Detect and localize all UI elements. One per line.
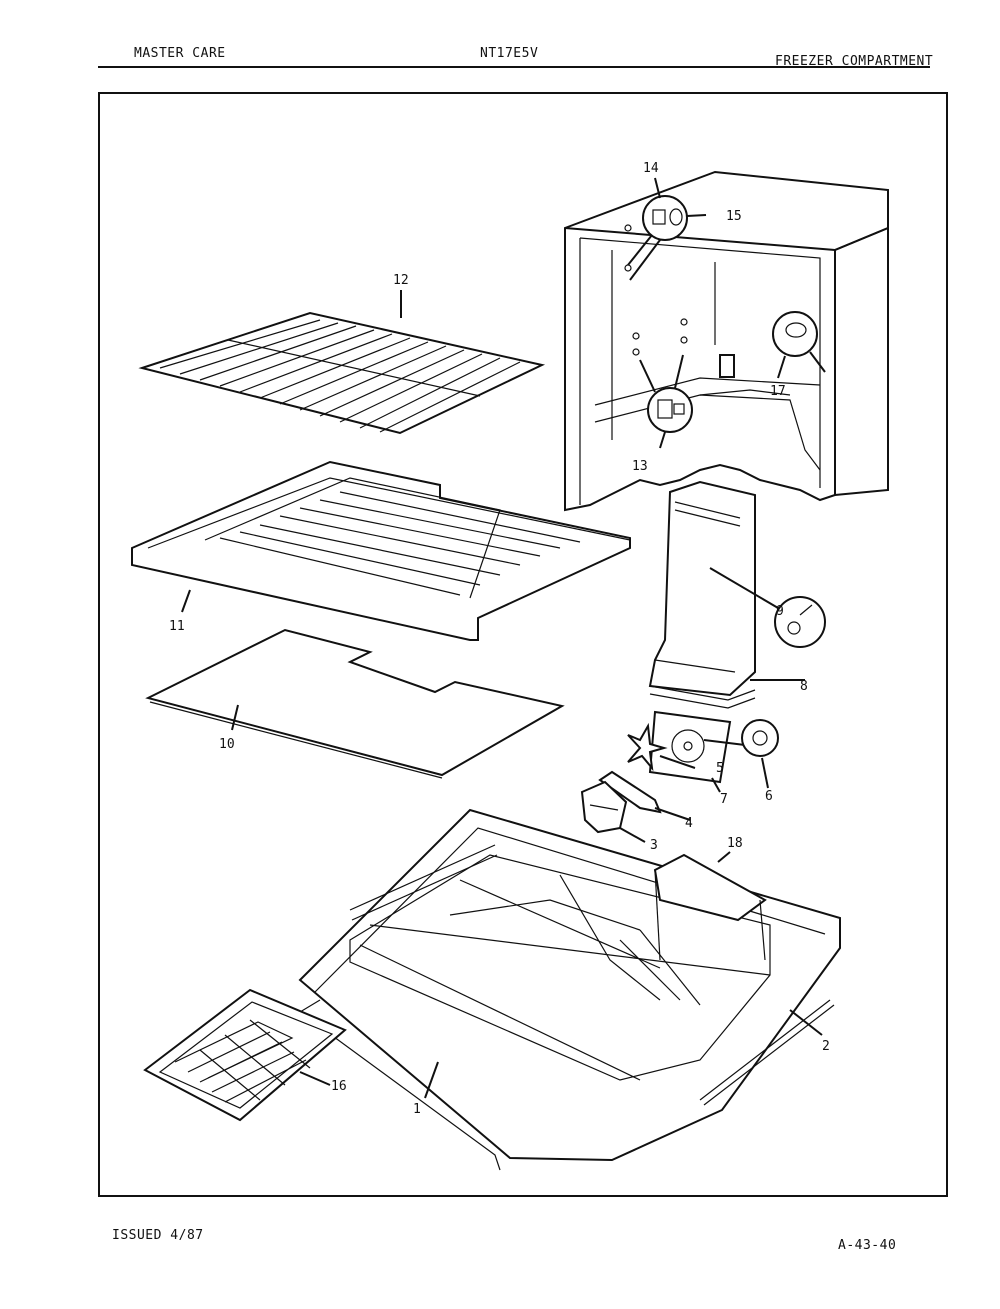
callout-10: 10 <box>219 737 235 752</box>
duct-clip-detail <box>774 596 826 648</box>
drain-pan <box>298 808 841 1171</box>
callout-15: 15 <box>726 209 742 224</box>
gasket <box>699 999 835 1106</box>
diagram-frame <box>98 92 948 1197</box>
callout-18: 18 <box>727 836 743 851</box>
callout-14: 14 <box>643 161 659 176</box>
header-rule <box>98 66 930 68</box>
callout-7: 7 <box>720 792 728 807</box>
glass-insert <box>145 628 565 779</box>
callout-2: 2 <box>822 1039 830 1054</box>
issued-date: ISSUED 4/87 <box>112 1228 204 1243</box>
grommet-detail <box>741 719 779 789</box>
page-code: A-43-40 <box>838 1238 897 1253</box>
fan-motor <box>580 780 646 843</box>
duct-cover <box>648 480 805 709</box>
motor-bracket <box>598 770 691 821</box>
ice-tray <box>143 988 347 1122</box>
header-section: FREEZER COMPARTMENT <box>775 54 934 69</box>
callout-17: 17 <box>770 384 786 399</box>
duct-cover-top <box>653 851 767 961</box>
callout-1: 1 <box>413 1102 421 1117</box>
callout-11: 11 <box>169 619 185 634</box>
light-socket-detail <box>627 177 707 281</box>
wire-shelf <box>138 290 546 435</box>
callout-6: 6 <box>765 789 773 804</box>
callout-12: 12 <box>393 273 409 288</box>
callout-3: 3 <box>650 838 658 853</box>
callout-13: 13 <box>632 459 648 474</box>
callout-16: 16 <box>331 1079 347 1094</box>
header-model: NT17E5V <box>480 46 539 61</box>
freezer-cabinet <box>564 170 889 512</box>
shelf-frame <box>131 460 631 641</box>
bulb-detail <box>772 311 826 379</box>
callout-8: 8 <box>800 679 808 694</box>
callout-5: 5 <box>716 761 724 776</box>
header-brand: MASTER CARE <box>134 46 226 61</box>
callout-9: 9 <box>776 604 784 619</box>
thermostat-detail <box>639 354 693 449</box>
fan-blade <box>627 722 696 772</box>
fan-bracket <box>648 710 746 793</box>
callout-4: 4 <box>685 816 693 831</box>
